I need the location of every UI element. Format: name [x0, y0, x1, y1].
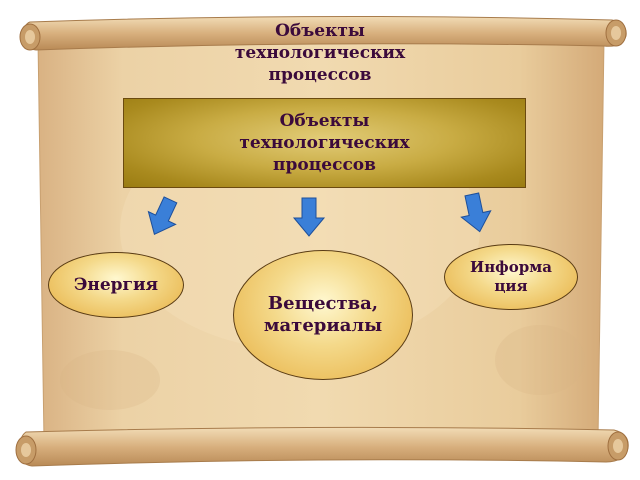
node-energy-label: Энергия: [73, 275, 159, 295]
node-information-label: Информация: [470, 258, 552, 295]
node-energy: Энергия: [48, 252, 184, 318]
main-box: Объекты технологических процессов: [123, 98, 526, 188]
diagram-title: Объекты технологических процессов: [234, 21, 406, 85]
main-box-label: Объекты технологических процессов: [239, 111, 410, 175]
arrow-down-icon: [147, 196, 178, 236]
node-substances: Вещества, материалы: [233, 250, 413, 380]
node-substances-label: Вещества, материалы: [263, 293, 383, 336]
arrow-down-icon: [460, 192, 492, 233]
node-information: Информация: [444, 244, 578, 310]
arrow-down-icon: [292, 197, 326, 237]
